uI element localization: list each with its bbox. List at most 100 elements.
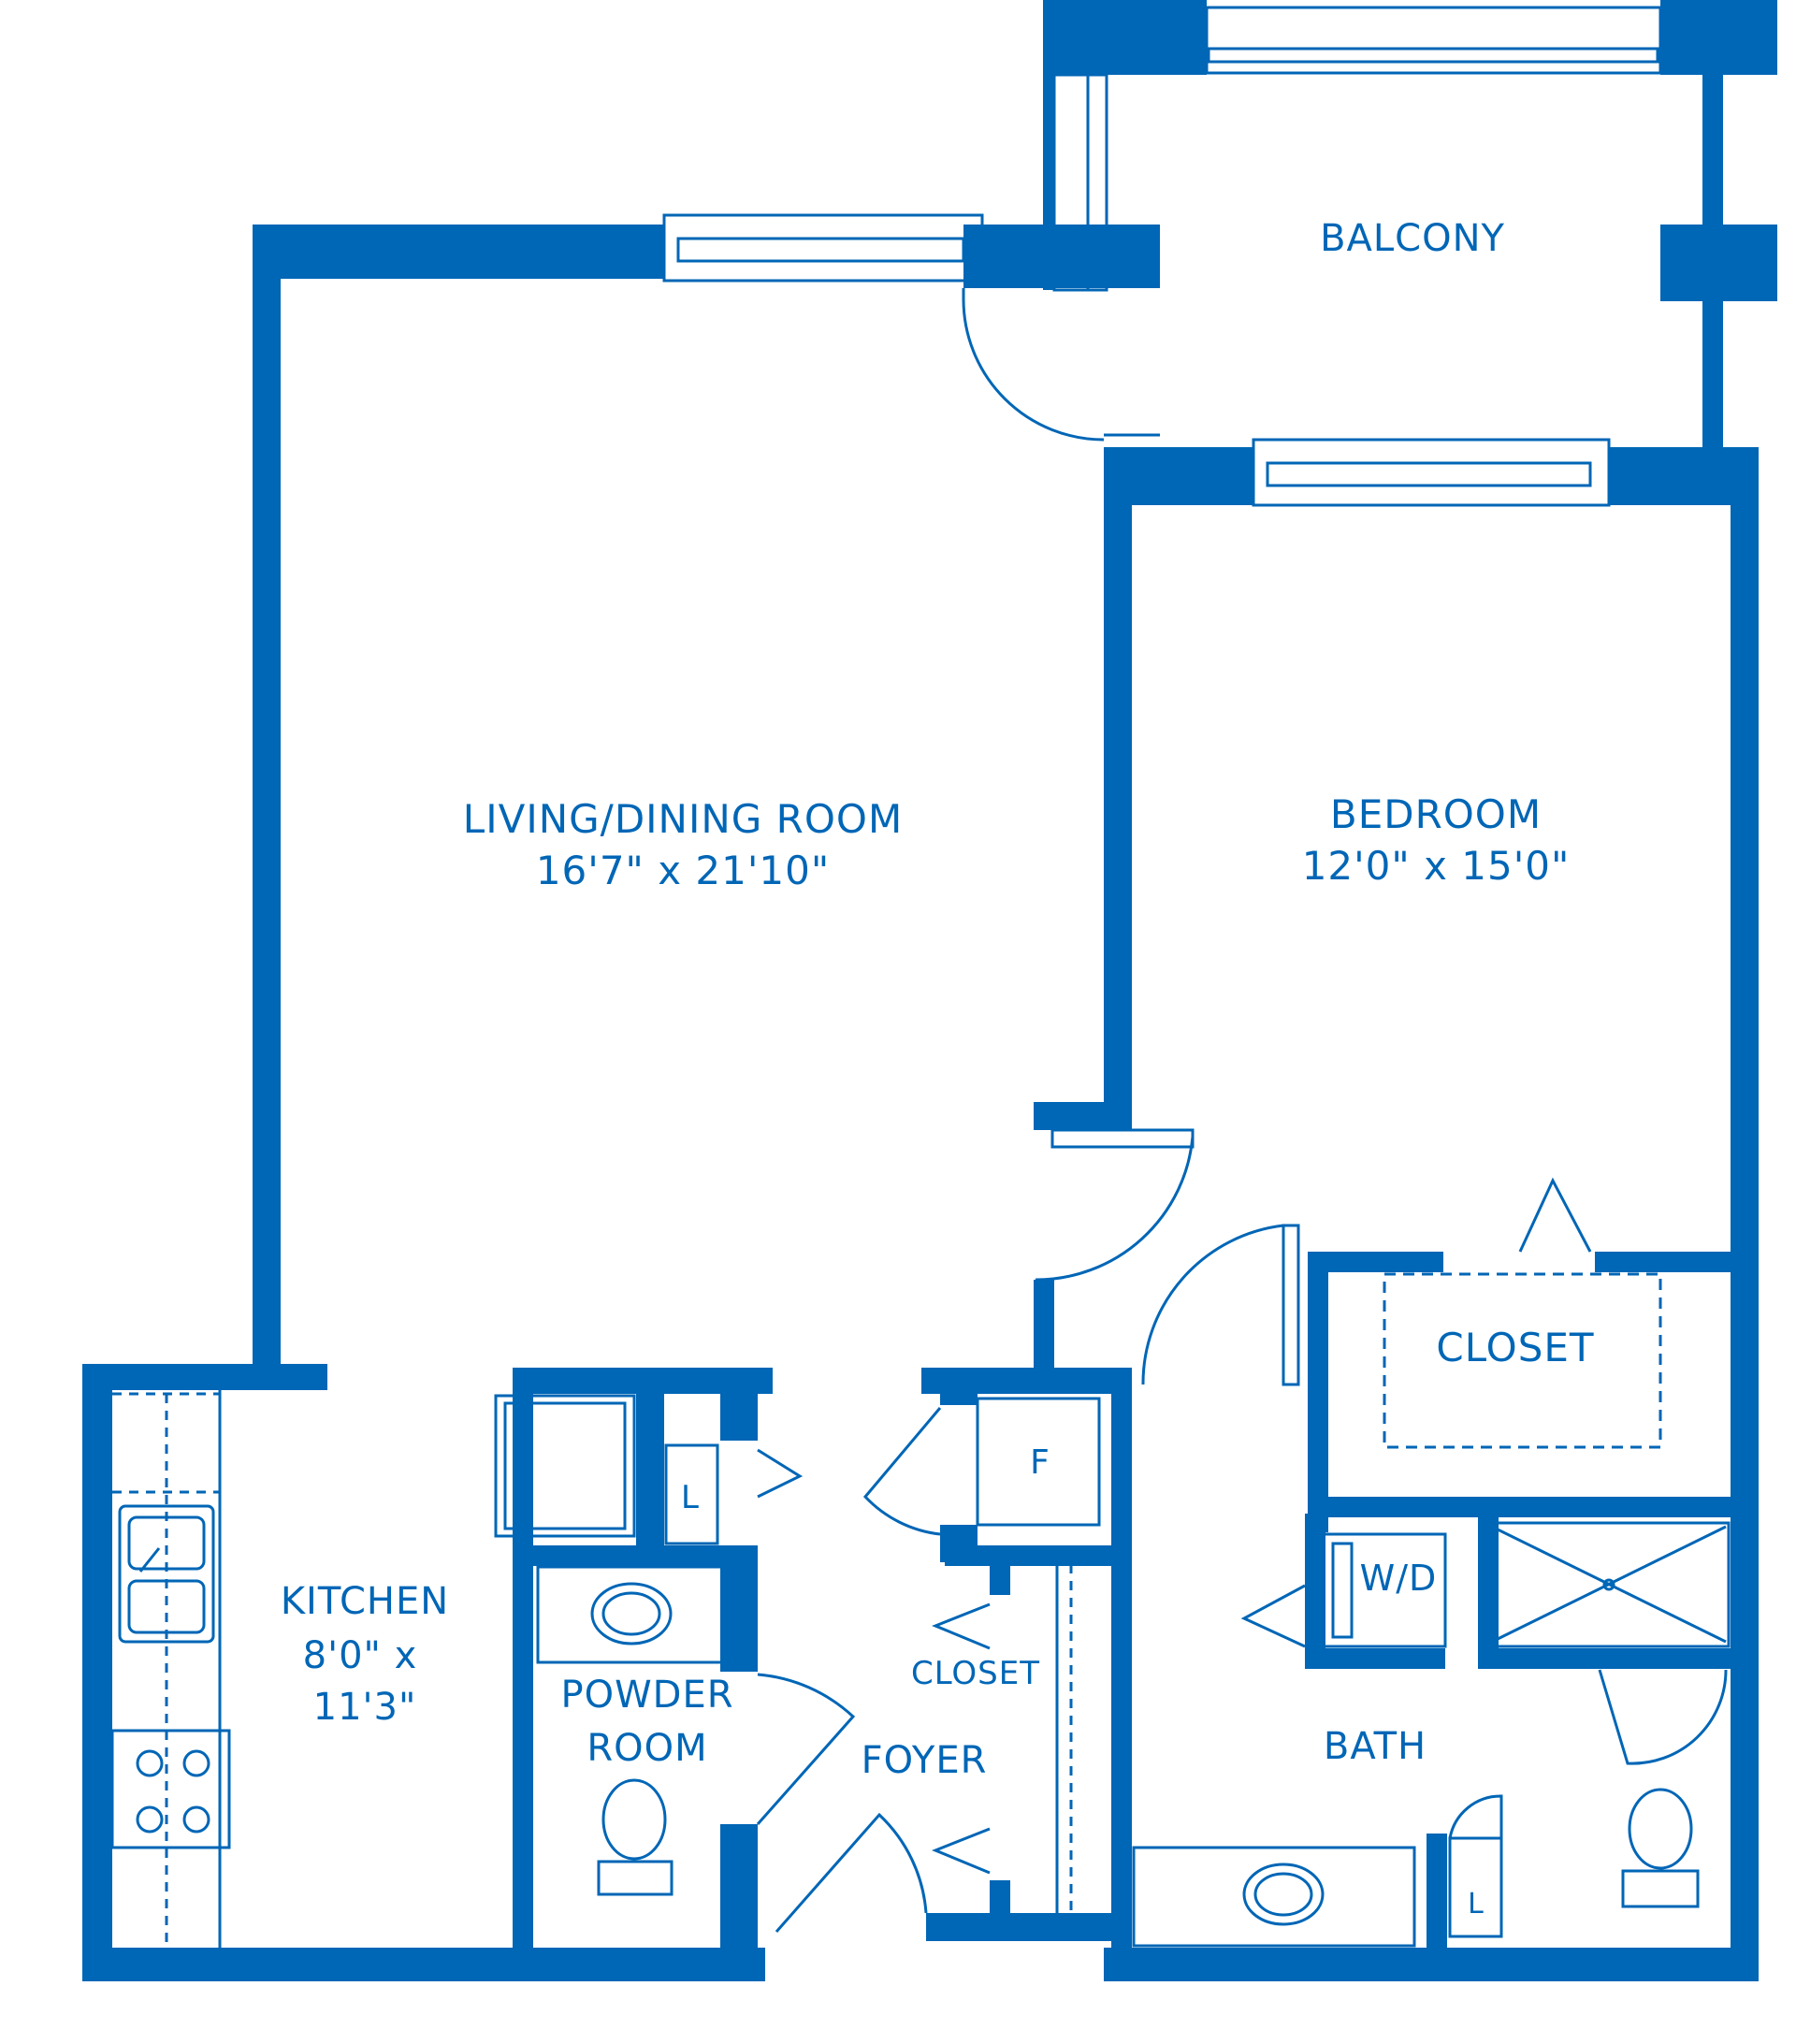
bedroom-label: BEDROOM — [1330, 791, 1542, 837]
shower — [1485, 1521, 1731, 1648]
living-size: 16'7" x 21'10" — [536, 848, 830, 893]
linen-door-bath — [1448, 1794, 1503, 1880]
powder-vanity — [536, 1565, 727, 1664]
bath-sink — [1242, 1863, 1325, 1926]
bath-toilet-tank — [1621, 1869, 1700, 1908]
walls — [82, 0, 1777, 1981]
furnace-label: F — [1030, 1443, 1050, 1482]
furnace-closet — [976, 1397, 1101, 1527]
window-bedroom — [1252, 438, 1611, 507]
living-label: LIVING/DINING ROOM — [463, 796, 903, 842]
linen-door-powder — [757, 1448, 804, 1499]
closet-bifold-door — [1518, 1177, 1592, 1253]
kitchen-sink-basin-1 — [127, 1515, 206, 1571]
closet-foyer-label: CLOSET — [911, 1655, 1040, 1692]
kitchen-size-1: 8'0" x — [303, 1634, 418, 1677]
wall-balcony-top-left — [1043, 0, 1207, 75]
washer-dryer-panel — [1331, 1542, 1354, 1639]
refrigerator — [494, 1394, 636, 1538]
wall-furnace-bottom — [945, 1545, 1132, 1566]
powder-sink — [590, 1582, 673, 1645]
wall-bath-left — [1111, 1545, 1132, 1978]
powder-label-2: ROOM — [587, 1727, 707, 1770]
wall-living-top-left — [253, 225, 664, 279]
wall-closet-left — [1308, 1252, 1328, 1532]
wall-shower-bottom — [1478, 1648, 1759, 1669]
bath-door-leaf — [1282, 1224, 1300, 1386]
wall-furnace-left-top — [940, 1368, 978, 1405]
bath-vanity — [1132, 1846, 1416, 1948]
wall-closet-bottom — [1308, 1497, 1759, 1517]
wall-closet-foyer-nub — [990, 1558, 1010, 1595]
bath-label: BATH — [1324, 1725, 1427, 1768]
balcony-label: BALCONY — [1320, 217, 1505, 260]
refrigerator-inner — [503, 1401, 627, 1530]
kitchen-sink-basin-2 — [127, 1579, 206, 1634]
kitchen-sink — [118, 1504, 215, 1644]
wall-powder-right-bottom — [720, 1824, 758, 1981]
powder-label-1: POWDER — [560, 1674, 733, 1717]
powder-sink-bowl — [601, 1591, 661, 1636]
bedroom-door-swing — [1035, 1136, 1195, 1282]
burner-2 — [182, 1749, 210, 1777]
bedroom-size: 12'0" x 15'0" — [1302, 843, 1571, 889]
wall-bottom-right — [1104, 1948, 1759, 1981]
bath-toilet — [1628, 1788, 1693, 1870]
wall-balcony-right-block — [1660, 225, 1777, 301]
kitchen-size-2: 11'3" — [313, 1686, 417, 1729]
foyer-closet-bifold-2 — [932, 1827, 991, 1875]
wall-kitchen-left — [82, 1364, 112, 1981]
wall-closet-top-left — [1308, 1252, 1443, 1272]
foyer-label: FOYER — [862, 1739, 988, 1782]
window-balcony-left-sash — [1086, 73, 1108, 292]
washer-dryer — [1322, 1532, 1447, 1648]
room-labels: BALCONY LIVING/DINING ROOM 16'7" x 21'10… — [281, 217, 1594, 1921]
wall-balcony-top-right — [1660, 0, 1777, 75]
wall-kitchen-top — [82, 1364, 327, 1390]
wall-living-left — [253, 225, 281, 1375]
linen-bath-label: L — [1468, 1888, 1485, 1921]
wall-powder-left — [513, 1368, 533, 1948]
wall-wd-bottom — [1305, 1648, 1445, 1669]
wall-right — [1731, 447, 1759, 1977]
wall-linen-right-top — [720, 1368, 758, 1441]
furnace-door-swing — [862, 1407, 942, 1536]
bath-door-swing — [1141, 1224, 1284, 1385]
balcony-door-swing — [962, 298, 1105, 442]
window-balcony-top — [1205, 6, 1662, 75]
wall-balcony-door-block — [963, 225, 1160, 288]
wall-center-stub — [1034, 1280, 1054, 1377]
bedroom-door-leaf — [1050, 1128, 1195, 1149]
window-bedroom-sash — [1266, 461, 1592, 487]
thin-lines — [110, 6, 1731, 1948]
shower-x-2 — [1491, 1525, 1727, 1644]
powder-toilet — [601, 1778, 667, 1861]
wall-powder-right — [720, 1545, 758, 1672]
wall-closet-foyer-nub-bottom — [990, 1880, 1010, 1918]
shower-door-swing — [1598, 1669, 1728, 1765]
window-balcony-top-sash — [1207, 47, 1659, 64]
linen-closet-bath — [1448, 1836, 1503, 1938]
burner-4 — [182, 1805, 210, 1834]
wall-foyer-bottom — [926, 1913, 1132, 1941]
window-living-sash — [676, 237, 965, 263]
foyer-closet-bifold — [932, 1602, 991, 1650]
linen-powder-label: L — [681, 1479, 700, 1516]
powder-door-swing — [756, 1673, 856, 1825]
wall-closet-top-right — [1595, 1252, 1759, 1272]
wd-door — [1240, 1584, 1306, 1648]
wall-balcony-left-thin — [1043, 0, 1054, 290]
wall-bedroom-left — [1104, 447, 1132, 1102]
window-living — [662, 213, 984, 283]
wall-bottom-left — [82, 1948, 765, 1981]
wall-wd-left — [1305, 1514, 1325, 1665]
powder-toilet-tank — [597, 1860, 674, 1896]
wall-bedroom-door-stub — [1034, 1102, 1132, 1130]
kitchen-label: KITCHEN — [281, 1580, 449, 1623]
wall-bath-linen — [1427, 1834, 1447, 1950]
wall-powder-divider — [513, 1545, 758, 1566]
burner-1 — [136, 1749, 164, 1777]
wall-linen-left — [636, 1368, 664, 1545]
bath-sink-bowl — [1253, 1872, 1313, 1917]
